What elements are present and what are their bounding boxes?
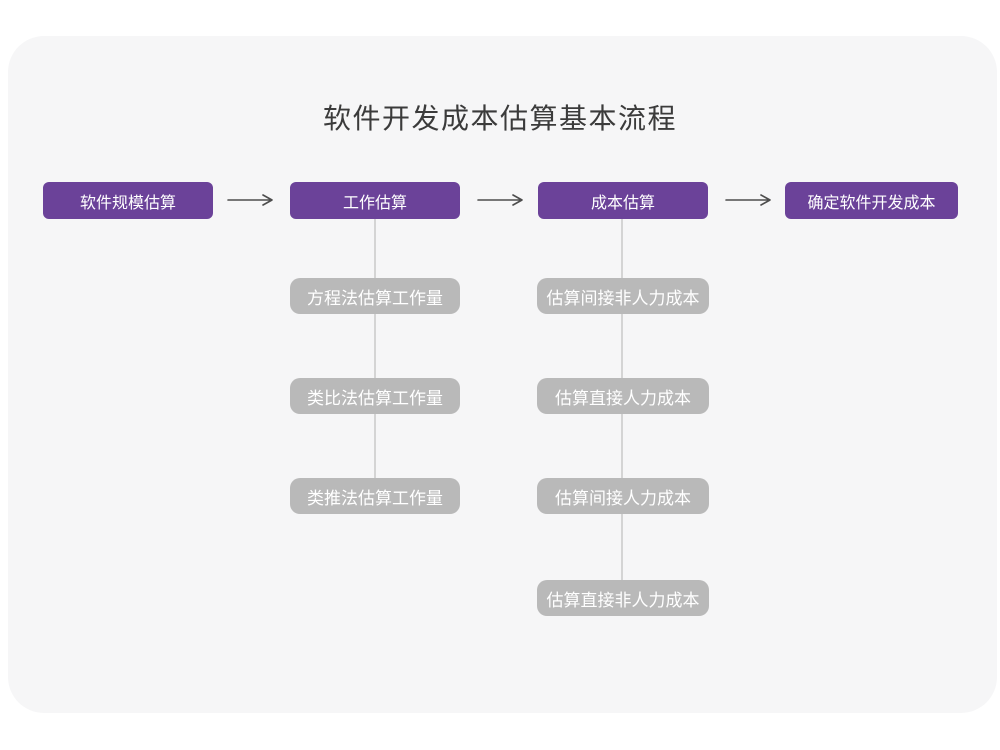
connector-line-work [374,218,376,480]
right-arrow-icon [227,192,275,208]
diagram-card [8,36,997,713]
sub-node-indirect-nonlabor-cost: 估算间接非人力成本 [537,278,709,314]
sub-node-direct-labor-cost: 估算直接人力成本 [537,378,709,414]
sub-node-indirect-labor-cost: 估算间接人力成本 [537,478,709,514]
stage-node-determine-cost: 确定软件开发成本 [785,182,958,219]
sub-node-direct-nonlabor-cost: 估算直接非人力成本 [537,580,709,616]
stage-node-cost-estimation: 成本估算 [538,182,708,219]
sub-node-extrapolation-method: 类推法估算工作量 [290,478,460,514]
sub-node-equation-method: 方程法估算工作量 [290,278,460,314]
diagram-title: 软件开发成本估算基本流程 [322,103,677,134]
right-arrow-icon [477,192,525,208]
sub-node-analogy-method: 类比法估算工作量 [290,378,460,414]
stage-node-scale-estimation: 软件规模估算 [43,182,213,219]
stage-node-work-estimation: 工作估算 [290,182,460,219]
right-arrow-icon [725,192,773,208]
